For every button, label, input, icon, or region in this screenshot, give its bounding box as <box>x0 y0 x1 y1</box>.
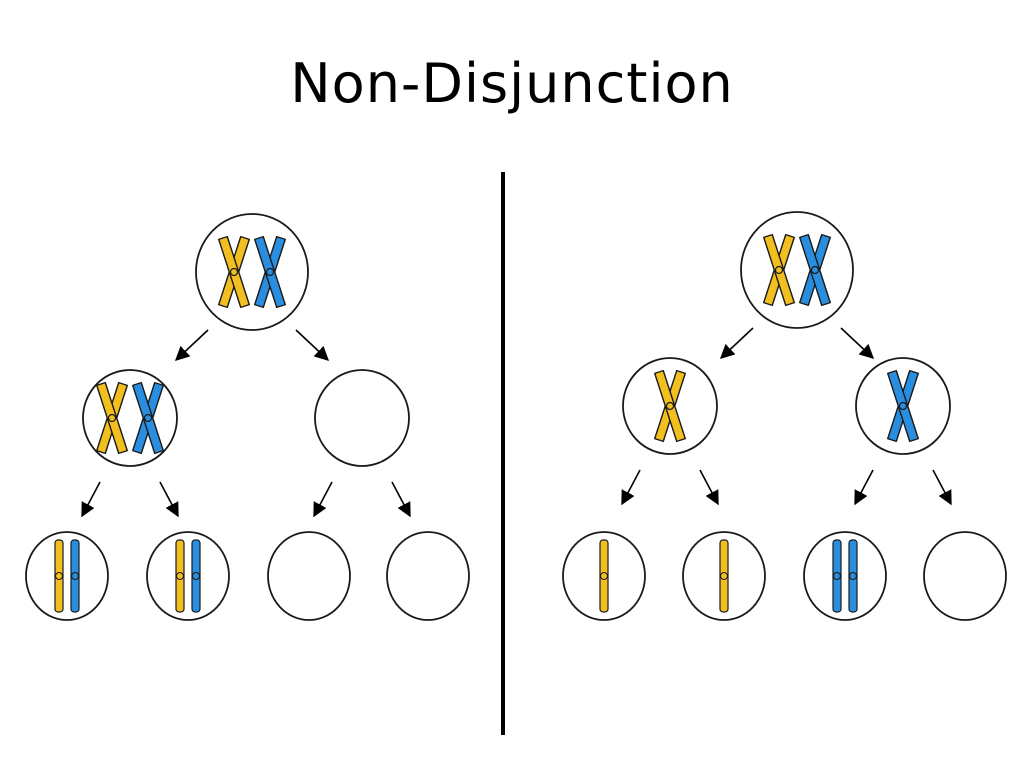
panel-2-gamete-cell-3 <box>803 531 887 621</box>
panel-1-parent-chromosome-maternal <box>218 235 250 309</box>
panel-2-arrow-left <box>719 327 754 359</box>
panel-1-gamete-1-chromatid-2 <box>70 539 80 613</box>
panel-2-arrow-right <box>840 327 875 359</box>
panel-2-daughter-1-arrow-right <box>699 469 719 506</box>
panel-2-gamete-3-chromatid-2 <box>848 539 858 613</box>
panel-1-gamete-2-chromatid-1 <box>175 539 185 613</box>
panel-1-daughter-2-arrow-right <box>391 481 411 518</box>
panel-2-gamete-3-chromatid-1 <box>832 539 842 613</box>
panel-2-daughter-1-chromosome-maternal <box>654 369 686 443</box>
panel-1-parent-chromosome-paternal <box>254 235 286 309</box>
panel-2-daughter-1-arrow-left <box>621 469 641 506</box>
panel-1-gamete-1-chromatid-1 <box>54 539 64 613</box>
panel-1-daughter-cell-2 <box>314 369 410 467</box>
panel-1-parent-cell <box>195 213 309 331</box>
panel-1-daughter-1-chromosome-paternal <box>132 381 164 455</box>
panel-1-gamete-cell-3 <box>267 531 351 621</box>
panel-2-daughter-2-arrow-right <box>932 469 952 506</box>
panel-2-gamete-1-chromatid-1 <box>599 539 609 613</box>
panel-2-daughter-2-chromosome-paternal <box>887 369 919 443</box>
panel-1-daughter-2-arrow-left <box>313 481 333 518</box>
panel-1-arrow-left <box>174 329 209 361</box>
panel-1-gamete-cell-1 <box>25 531 109 621</box>
panel-1-gamete-cell-4 <box>386 531 470 621</box>
panel-1-arrow-right <box>295 329 330 361</box>
panel-2-gamete-2-chromatid-1 <box>719 539 729 613</box>
panel-1-gamete-cell-2 <box>146 531 230 621</box>
panel-2-parent-chromosome-paternal <box>799 233 831 307</box>
panel-1-daughter-1-arrow-left <box>81 481 101 518</box>
panel-2-gamete-cell-4 <box>923 531 1007 621</box>
slide-title: Non-Disjunction <box>290 52 734 115</box>
panel-2-parent-cell <box>740 211 854 329</box>
panel-1-gamete-2-chromatid-2 <box>191 539 201 613</box>
panel-2-parent-chromosome-maternal <box>763 233 795 307</box>
panel-1-daughter-1-arrow-right <box>159 481 179 518</box>
panel-1-daughter-1-chromosome-maternal <box>96 381 128 455</box>
panel-2-daughter-2-arrow-left <box>854 469 874 506</box>
panel-1-daughter-cell-1 <box>82 369 178 467</box>
